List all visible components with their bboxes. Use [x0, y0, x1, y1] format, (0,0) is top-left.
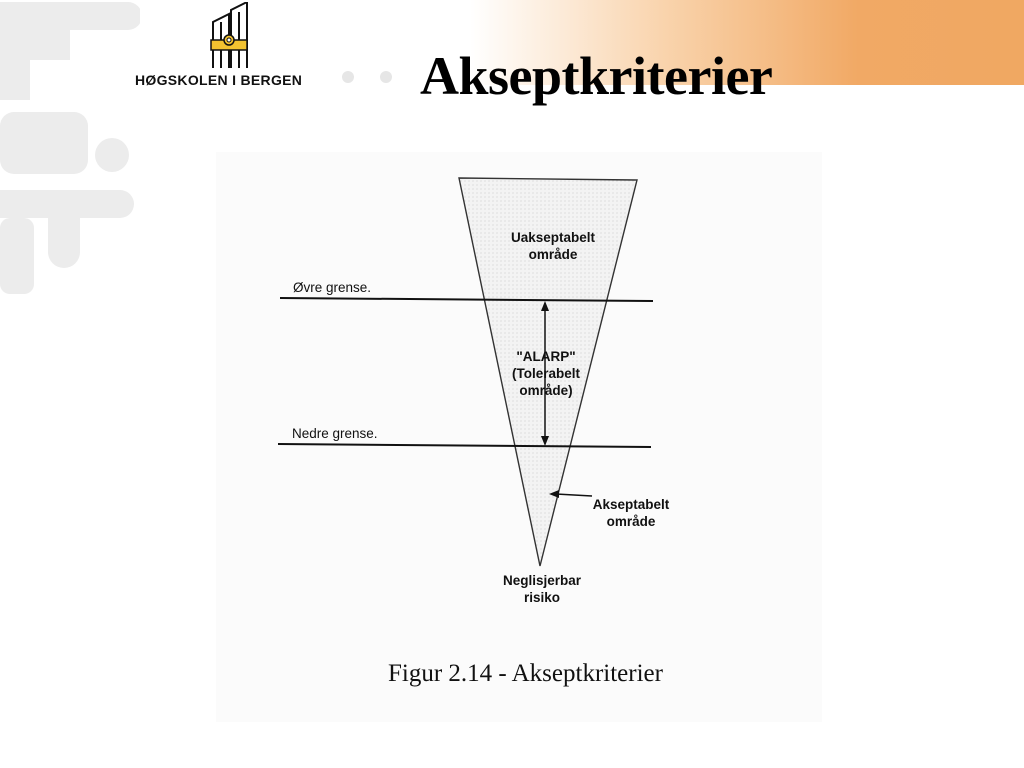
alarp-label-line2: (Tolerabelt: [511, 366, 580, 381]
acceptable-label-line1: Akseptabelt: [592, 497, 670, 512]
lower-limit-label: Nedre grense.: [292, 426, 378, 441]
upper-limit-label: Øvre grense.: [293, 280, 372, 295]
school-name: HØGSKOLEN I BERGEN: [135, 72, 303, 88]
alarp-range-arrow: [541, 301, 549, 446]
alarp-label-line3: område): [519, 383, 573, 398]
negligible-label-line1: Neglisjerbar: [502, 573, 582, 588]
figure-caption: Figur 2.14 - Akseptkriterier: [388, 660, 663, 687]
upper-limit-line: [279, 297, 654, 302]
unacceptable-label-line1: Uakseptabelt: [510, 230, 596, 245]
acceptable-arrow: [549, 490, 593, 498]
lower-limit-line: [277, 443, 652, 448]
decorative-dots: [342, 71, 392, 83]
school-logo: HØGSKOLEN I BERGEN: [135, 0, 335, 94]
header-accent-band: [470, 0, 1024, 85]
alarp-zone-label: "ALARP" (Tolerabelt område): [496, 348, 596, 399]
building-logo-icon: [210, 0, 248, 68]
negligible-risk-label: Neglisjerbar risiko: [490, 572, 594, 606]
unacceptable-zone-label: Uakseptabelt område: [480, 229, 626, 263]
decorative-shapes: [0, 2, 140, 294]
acceptable-zone-label: Akseptabelt område: [582, 496, 680, 530]
page-title: Akseptkriterier: [420, 46, 773, 106]
risk-funnel: [458, 177, 638, 567]
acceptable-label-line2: område: [606, 514, 656, 529]
negligible-label-line2: risiko: [523, 590, 561, 605]
unacceptable-label-line2: område: [528, 247, 578, 262]
alarp-label-line1: "ALARP": [516, 349, 576, 364]
